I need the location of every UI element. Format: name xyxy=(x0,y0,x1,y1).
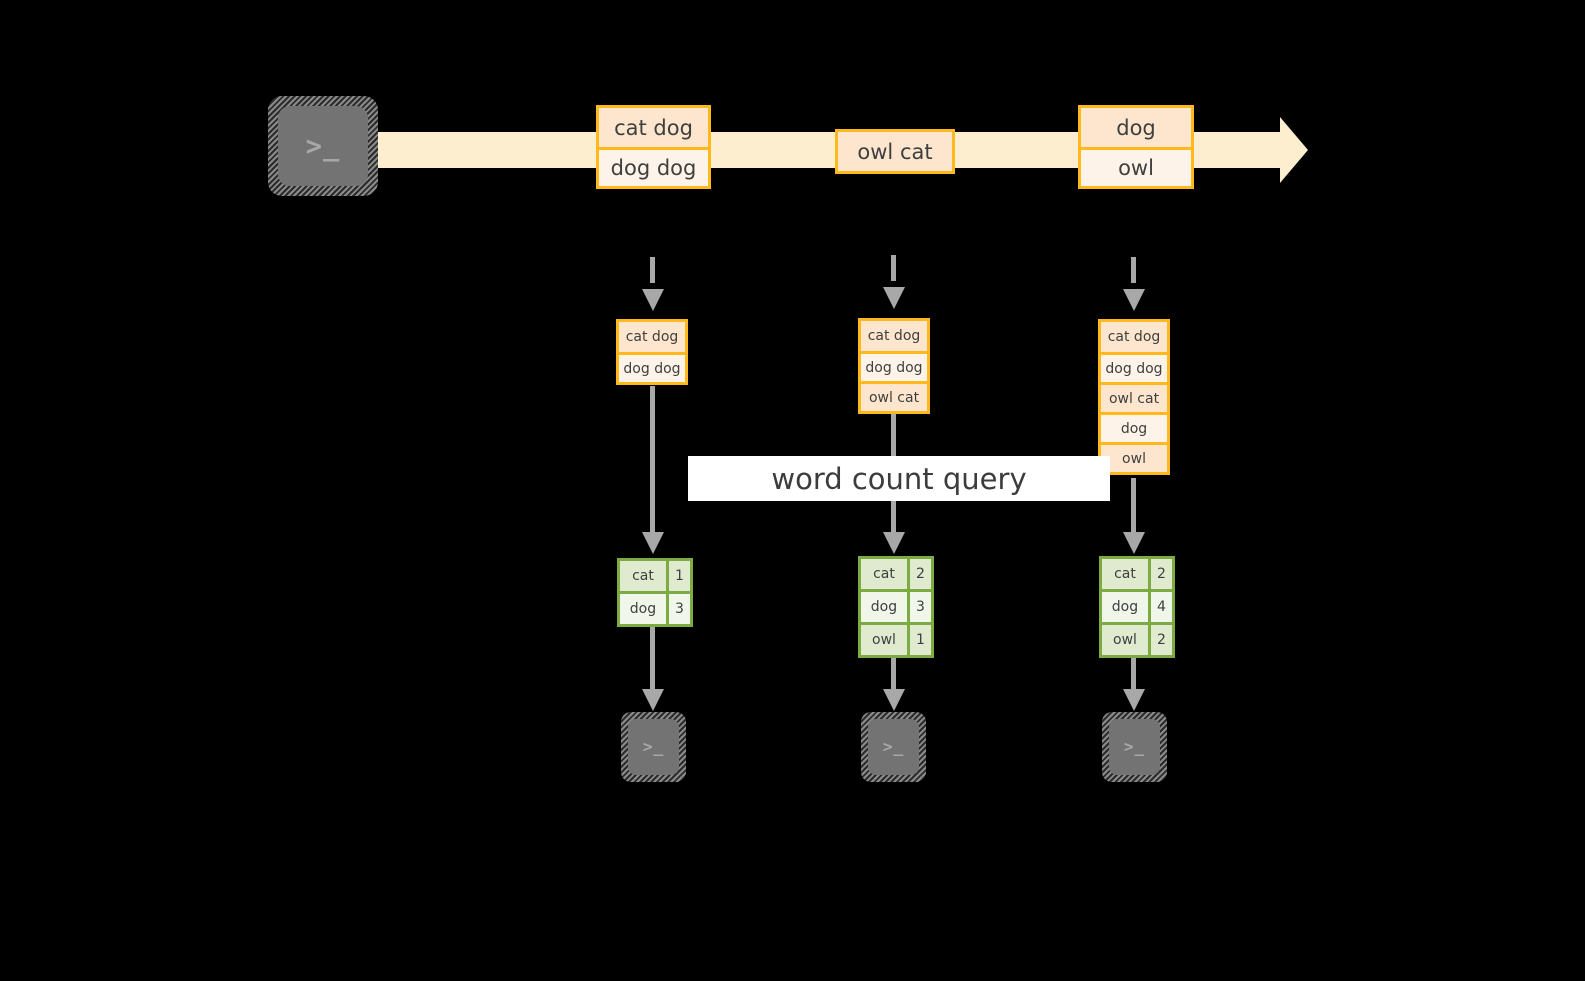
table-cell-count: 2 xyxy=(1147,625,1172,655)
event-batch-3[interactable]: dog owl xyxy=(1078,105,1194,189)
sink-arrow-3 xyxy=(1131,652,1136,689)
source-terminal-icon[interactable]: >_ xyxy=(268,96,378,196)
event-batch-2[interactable]: owl cat xyxy=(835,129,955,174)
sink-terminal-2[interactable]: >_ xyxy=(861,712,926,782)
snapshot-line: dog dog xyxy=(861,351,927,381)
table-row: owl 2 xyxy=(1102,622,1172,655)
snapshot-1[interactable]: cat dog dog dog xyxy=(616,319,688,385)
snapshot-line: cat dog xyxy=(861,321,927,351)
dashed-connector-2 xyxy=(891,255,896,281)
dashed-connector-2-head xyxy=(883,287,905,309)
sink-terminal-3[interactable]: >_ xyxy=(1102,712,1167,782)
terminal-body xyxy=(868,719,919,775)
event-line: dog xyxy=(1081,108,1191,147)
dashed-connector-1 xyxy=(650,257,655,283)
dashed-connector-3-head xyxy=(1123,289,1145,311)
table-row: cat 2 xyxy=(1102,559,1172,589)
table-cell-count: 1 xyxy=(906,625,931,655)
table-cell-count: 1 xyxy=(665,561,690,591)
table-cell-word: dog xyxy=(620,594,666,624)
event-line: owl xyxy=(1081,147,1191,186)
sink-arrow-2-head xyxy=(883,689,905,711)
terminal-prompt-glyph: >_ xyxy=(1123,737,1146,756)
sink-terminal-1[interactable]: >_ xyxy=(621,712,686,782)
table-cell-count: 2 xyxy=(1147,559,1172,589)
result-table-1[interactable]: cat 1 dog 3 xyxy=(617,558,693,627)
result-table-3[interactable]: cat 2 dog 4 owl 2 xyxy=(1099,556,1175,658)
dashed-connector-1-head xyxy=(642,289,664,311)
table-row: dog 3 xyxy=(620,591,690,624)
table-cell-word: owl xyxy=(861,625,907,655)
table-cell-count: 4 xyxy=(1147,592,1172,622)
result-table-2[interactable]: cat 2 dog 3 owl 1 xyxy=(858,556,934,658)
table-row: dog 4 xyxy=(1102,589,1172,622)
snapshot-line: owl cat xyxy=(1101,382,1167,412)
sink-arrow-3-head xyxy=(1123,689,1145,711)
event-line: dog dog xyxy=(599,147,708,186)
sink-arrow-1 xyxy=(650,621,655,689)
terminal-body xyxy=(1109,719,1160,775)
snapshot-3[interactable]: cat dog dog dog owl cat dog owl xyxy=(1098,319,1170,475)
table-cell-count: 3 xyxy=(906,592,931,622)
table-cell-count: 2 xyxy=(906,559,931,589)
table-row: cat 1 xyxy=(620,561,690,591)
table-cell-word: owl xyxy=(1102,625,1148,655)
query-arrow-1-head xyxy=(642,532,664,554)
query-arrow-3 xyxy=(1131,478,1136,532)
terminal-prompt-glyph: >_ xyxy=(305,130,341,162)
query-arrow-3-head xyxy=(1123,532,1145,554)
query-arrow-1 xyxy=(650,386,655,532)
terminal-body xyxy=(278,106,368,186)
table-cell-word: dog xyxy=(1102,592,1148,622)
snapshot-line: owl xyxy=(1101,442,1167,472)
event-line: cat dog xyxy=(599,108,708,147)
terminal-prompt-glyph: >_ xyxy=(882,737,905,756)
snapshot-line: dog xyxy=(1101,412,1167,442)
event-line: owl cat xyxy=(838,132,952,171)
snapshot-line: dog dog xyxy=(1101,352,1167,382)
snapshot-2[interactable]: cat dog dog dog owl cat xyxy=(858,318,930,414)
table-cell-word: dog xyxy=(861,592,907,622)
terminal-body xyxy=(628,719,679,775)
snapshot-line: cat dog xyxy=(1101,322,1167,352)
query-arrow-2-head xyxy=(883,532,905,554)
table-cell-word: cat xyxy=(620,561,666,591)
sink-arrow-2 xyxy=(891,652,896,689)
table-row: cat 2 xyxy=(861,559,931,589)
table-cell-word: cat xyxy=(861,559,907,589)
table-cell-word: cat xyxy=(1102,559,1148,589)
table-cell-count: 3 xyxy=(665,594,690,624)
dashed-connector-3 xyxy=(1131,257,1136,283)
query-banner-label: word count query xyxy=(771,461,1027,496)
table-row: dog 3 xyxy=(861,589,931,622)
snapshot-line: owl cat xyxy=(861,381,927,411)
snapshot-line: cat dog xyxy=(619,322,685,352)
sink-arrow-1-head xyxy=(642,689,664,711)
stream-arrow-head xyxy=(1280,117,1311,183)
event-batch-1[interactable]: cat dog dog dog xyxy=(596,105,711,189)
snapshot-line: dog dog xyxy=(619,352,685,382)
table-row: owl 1 xyxy=(861,622,931,655)
terminal-prompt-glyph: >_ xyxy=(642,737,665,756)
query-banner: word count query xyxy=(688,456,1110,501)
